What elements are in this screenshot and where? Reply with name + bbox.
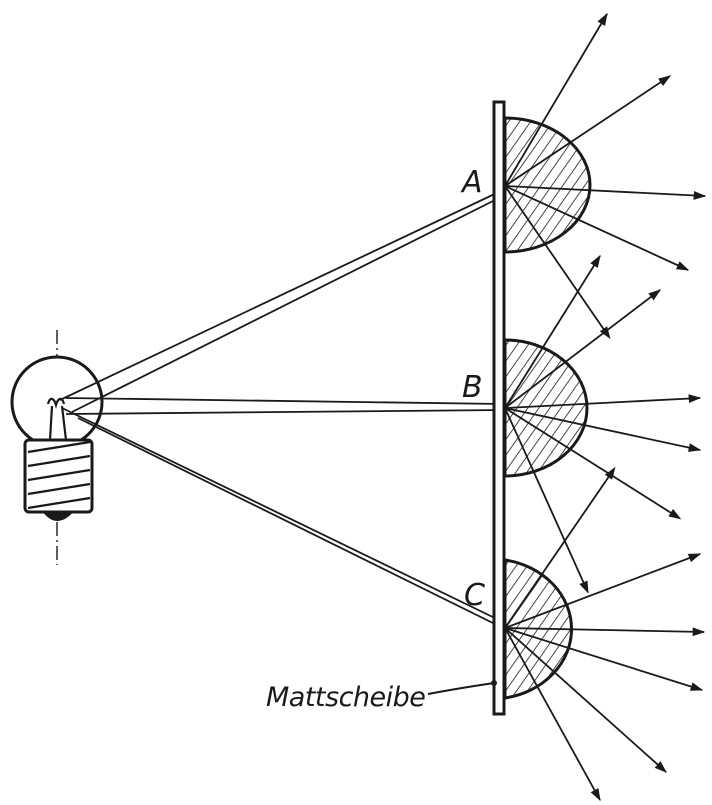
label-point-a: A [460, 165, 483, 200]
screen-leader-dot [491, 680, 497, 686]
label-screen: Mattscheibe [266, 682, 425, 713]
label-point-c: C [464, 578, 485, 613]
scatter-lobe-a [503, 12, 707, 340]
scatter-lobe-b [503, 254, 702, 594]
light-bulb-icon [10, 330, 104, 565]
socket-thread [27, 440, 91, 510]
screen-leader-line [427, 682, 495, 695]
frosted-screen [492, 100, 506, 716]
label-point-b: B [462, 370, 483, 405]
bulb-contact [41, 511, 75, 521]
incident-rays [59, 189, 504, 629]
scatter-lobe-c [503, 466, 706, 802]
